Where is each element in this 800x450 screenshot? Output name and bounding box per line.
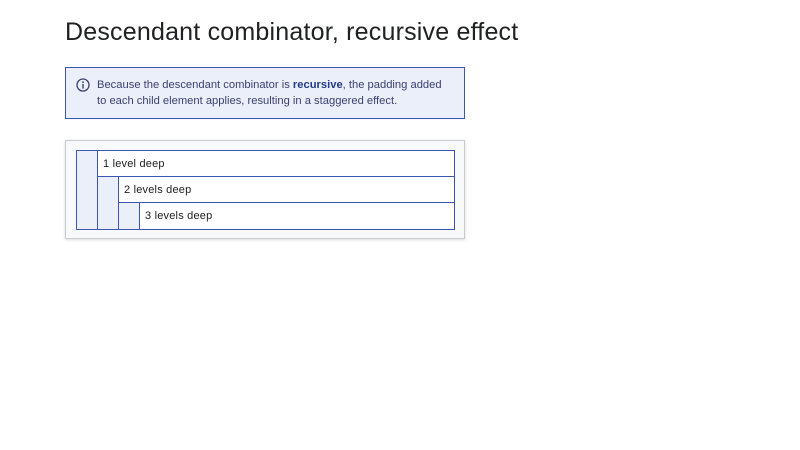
level-1-label: 1 level deep — [97, 151, 454, 177]
info-icon — [76, 78, 90, 92]
level-2-label: 2 levels deep — [118, 177, 454, 203]
info-callout: Because the descendant combinator is rec… — [65, 67, 465, 119]
callout-text-bold: recursive — [292, 79, 343, 91]
callout-text-before: Because the descendant combinator is — [97, 79, 293, 91]
demo-container: 1 level deep 2 levels deep 3 levels deep — [65, 140, 465, 239]
level-2-container: 2 levels deep 3 levels deep — [97, 177, 454, 229]
level-3-container: 3 levels deep — [118, 203, 454, 229]
callout-text: Because the descendant combinator is rec… — [97, 77, 454, 109]
level-3-label: 3 levels deep — [139, 203, 454, 229]
page-title: Descendant combinator, recursive effect — [65, 18, 519, 46]
level-1-container: 1 level deep 2 levels deep 3 levels deep — [76, 150, 455, 230]
callout-text-after: , the padding added to each child elemen… — [97, 79, 442, 107]
